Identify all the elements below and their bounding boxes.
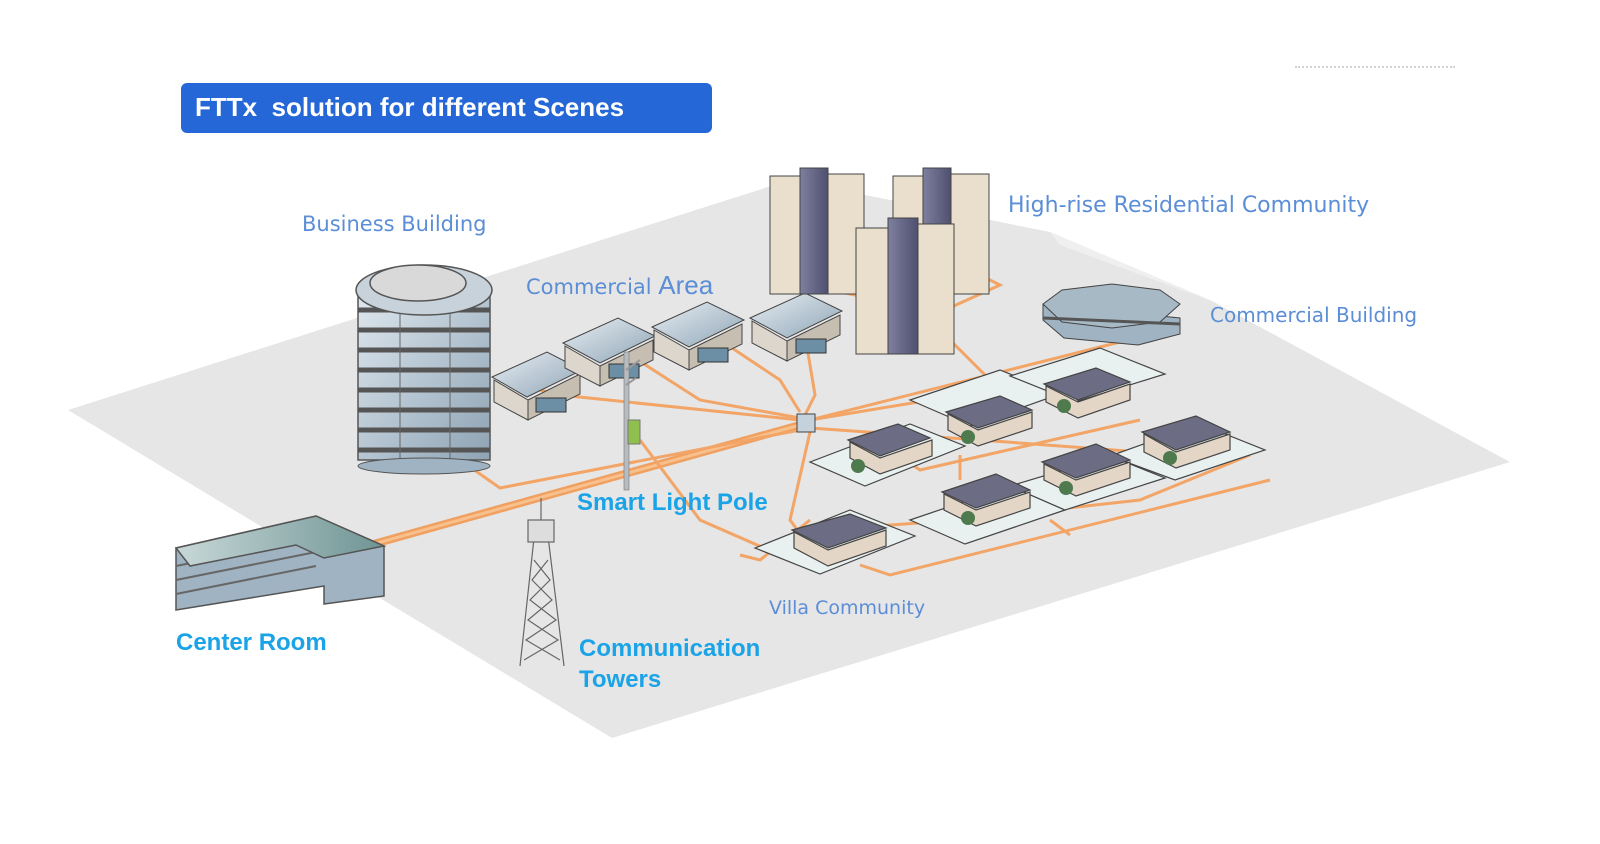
label-high-rise-residential: High-rise Residential Community	[1008, 193, 1370, 218]
faint-watermark-text	[1295, 66, 1455, 70]
label-villa-community: Villa Community	[769, 597, 926, 619]
page-title: FTTx solution for different Scenes	[195, 92, 625, 122]
label-commercial-area-part1: Commercial	[526, 275, 659, 299]
label-communication-towers-line2: Towers	[579, 666, 662, 693]
label-center-room: Center Room	[176, 629, 327, 656]
communication-tower	[519, 498, 565, 667]
high-rise-residential-towers	[769, 167, 990, 355]
label-business-building: Business Building	[302, 212, 487, 236]
label-smart-light-pole: Smart Light Pole	[577, 489, 768, 516]
villa-community-houses	[753, 347, 1267, 575]
splitter-box	[796, 413, 816, 433]
center-room-building	[174, 515, 387, 611]
label-communication-towers: Communication Towers	[579, 633, 760, 695]
smart-light-pole	[623, 351, 641, 491]
label-commercial-area: Commercial Area	[526, 270, 713, 301]
label-commercial-building: Commercial Building	[1210, 303, 1418, 327]
business-building-tower	[355, 264, 493, 475]
commercial-building-octagon	[1042, 283, 1181, 346]
label-communication-towers-line1: Communication	[579, 635, 761, 662]
label-commercial-area-part2: Area	[658, 270, 714, 300]
title-banner: FTTx solution for different Scenes	[181, 83, 712, 133]
